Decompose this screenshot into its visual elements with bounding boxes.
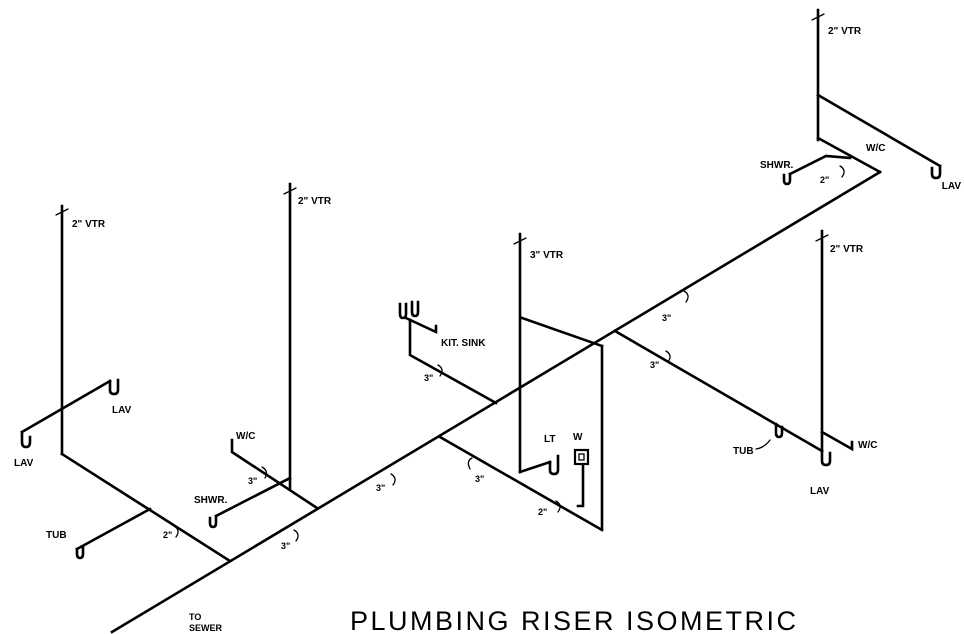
right-vent-cap — [815, 234, 829, 242]
center-left-vent-label: 2" VTR — [298, 196, 332, 207]
center-left-wc-label: W/C — [236, 431, 255, 442]
top-right-shower-size-arc — [839, 165, 845, 178]
right-branch-size-arc — [665, 350, 671, 363]
left-tub-size-arc — [173, 525, 179, 538]
washer-label: W — [573, 432, 583, 443]
right-lav-label: LAV — [810, 486, 830, 497]
left-tub-branch-size: 2" — [163, 530, 172, 540]
center-left-shower-label: SHWR. — [194, 495, 228, 506]
center-left-vent-cap — [283, 187, 297, 195]
right-vent-label: 2" VTR — [830, 244, 864, 255]
center-vent-cap — [513, 237, 527, 245]
left-vent-cap — [55, 208, 69, 216]
left-lav-arm — [20, 379, 112, 434]
laundry-branch-drain — [438, 435, 604, 532]
main-upper-size-arc — [683, 290, 689, 303]
laundry-branch-size-arc — [467, 457, 473, 470]
top-right-shower-trap — [782, 172, 792, 186]
left-lav-lower-label: LAV — [14, 458, 34, 469]
main-lower-size-arc — [293, 529, 299, 542]
main-upper-size: 3" — [662, 313, 671, 323]
top-right-wc-arm — [816, 136, 882, 174]
center-left-wc-arm-size: 3" — [248, 476, 257, 486]
right-branch-size: 3" — [650, 360, 659, 370]
washer-box — [573, 448, 590, 466]
laundry-tub-arm — [518, 460, 552, 474]
kitchen-sink-drain-size: 3" — [424, 373, 433, 383]
kitchen-sink-label: KIT. SINK — [441, 338, 486, 349]
center-vent-label: 3" VTR — [530, 250, 564, 261]
washer-box-inner — [578, 453, 585, 461]
top-right-shower-size: 2" — [820, 175, 829, 185]
washer-branch-size-arc — [555, 500, 561, 513]
left-branch-drain — [60, 452, 232, 563]
sewer-note-line2: SEWER — [189, 623, 223, 633]
kitchen-sink-right-basin — [410, 300, 420, 318]
center-left-wc-size-arc — [261, 466, 268, 479]
main-middle-size-arc — [390, 473, 396, 486]
left-tub-arm — [75, 507, 152, 551]
top-right-lav-trap — [930, 164, 942, 180]
laundry-branch-size: 3" — [475, 474, 484, 484]
washer-drain — [576, 464, 585, 508]
left-lav-lower-trap — [20, 430, 32, 449]
right-branch-drain — [613, 329, 824, 453]
kitchen-sink-size-arc — [437, 364, 443, 377]
top-right-wc-label: W/C — [866, 143, 885, 154]
washer-branch-size: 2" — [538, 507, 547, 517]
kitchen-sink-arm — [404, 316, 438, 335]
right-lav-trap — [820, 449, 832, 467]
top-right-shower-label: SHWR. — [760, 160, 794, 171]
right-wc-label: W/C — [858, 440, 877, 451]
kitchen-sink-drain — [408, 318, 498, 405]
top-right-vent-label: 2" VTR — [828, 26, 862, 37]
laundry-tub-label: LT — [544, 434, 555, 445]
right-wc-arm — [820, 430, 854, 452]
center-offset-top — [520, 316, 604, 348]
main-middle-size: 3" — [376, 483, 385, 493]
top-right-shower-arm — [788, 154, 852, 176]
left-tub-label: TUB — [46, 530, 67, 541]
laundry-tub-trap — [548, 454, 560, 476]
top-right-lav-label: LAV — [942, 181, 962, 192]
right-tub-label: TUB — [733, 446, 754, 457]
center-left-wc-arm — [230, 438, 319, 510]
left-vent-label: 2" VTR — [72, 219, 106, 230]
center-left-shower-trap — [208, 514, 218, 529]
center-left-shower-arm — [214, 476, 292, 518]
left-lav-upper-trap — [108, 378, 120, 396]
kitchen-sink-left-basin — [398, 302, 408, 320]
sewer-note-line1: TO — [189, 612, 201, 622]
right-tub-leader — [755, 439, 771, 450]
top-right-vent-cap — [811, 13, 825, 21]
right-tub-trap — [774, 422, 784, 439]
main-lower-size: 3" — [281, 541, 290, 551]
top-right-lav-arm — [816, 93, 942, 168]
drawing-title: PLUMBING RISER ISOMETRIC — [350, 606, 799, 634]
left-lav-upper-label: LAV — [112, 405, 132, 416]
left-tub-trap — [75, 545, 85, 560]
